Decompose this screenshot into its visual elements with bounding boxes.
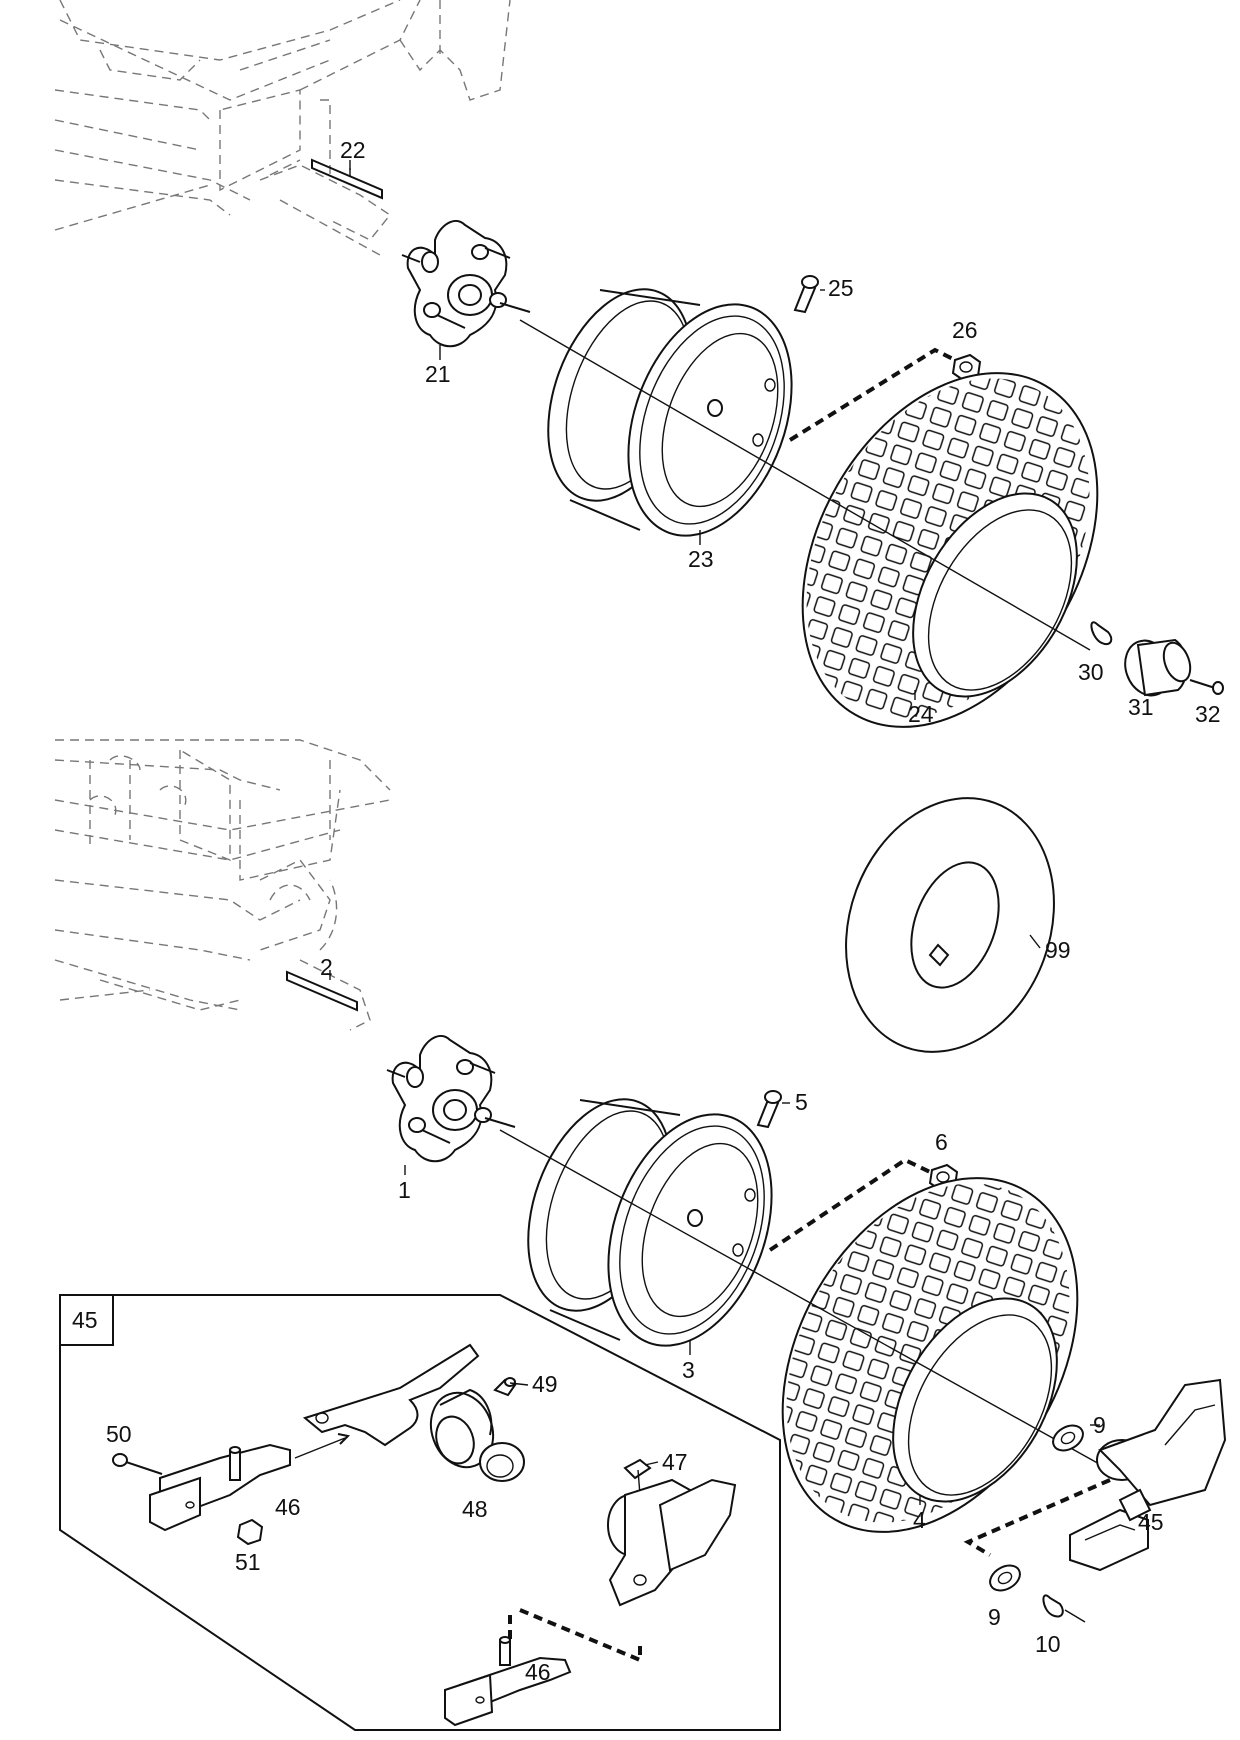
wheel-hub-1	[386, 1035, 516, 1163]
inset-box-45	[59, 1294, 781, 1731]
grease-fitting-49	[493, 1377, 517, 1397]
caster-bracket-45	[1069, 1378, 1227, 1572]
bolt-32	[1189, 679, 1224, 695]
leader-99	[1029, 934, 1041, 949]
latch-plate-46-upper	[149, 1443, 291, 1532]
callout-45-box: 45	[72, 1307, 98, 1333]
tire-24	[801, 372, 1099, 728]
latch-plate-46-lower	[444, 1636, 572, 1727]
axle-centerline-top	[519, 319, 1091, 651]
callout-99: 99	[1045, 937, 1071, 963]
assembly-arrowhead	[337, 1433, 351, 1445]
nut-51	[236, 1518, 264, 1546]
callout-21: 21	[425, 361, 451, 387]
callout-26: 26	[952, 317, 978, 343]
callout-23: 23	[688, 546, 714, 572]
inset-bracket-upper	[302, 1343, 495, 1469]
callout-46-upper: 46	[275, 1494, 301, 1520]
callout-6: 6	[935, 1129, 948, 1155]
tire-valve-25	[793, 275, 819, 314]
callout-22: 22	[340, 137, 366, 163]
wheel-hub-21	[401, 220, 531, 348]
inset-dash-b	[519, 1608, 642, 1663]
retaining-ring-30	[1090, 621, 1113, 646]
washer-9-upper	[1052, 1424, 1084, 1452]
callout-50: 50	[106, 1421, 132, 1447]
wheel-rim-3	[527, 1098, 773, 1347]
callout-3: 3	[682, 1357, 695, 1383]
alignment-dash-45	[963, 1478, 1111, 1557]
callout-25: 25	[828, 275, 854, 301]
axle-spacer-2	[286, 970, 358, 1012]
tire-4	[781, 1177, 1079, 1533]
callout-9-upper: 9	[1093, 1412, 1106, 1438]
washer-9-lower	[989, 1564, 1021, 1592]
wheel-rim-23	[547, 288, 793, 537]
callout-10: 10	[1035, 1631, 1061, 1657]
retaining-ring-10	[1042, 1594, 1086, 1623]
callout-31: 31	[1128, 694, 1154, 720]
callout-30: 30	[1078, 659, 1104, 685]
leader-47	[644, 1461, 659, 1466]
callout-4: 4	[913, 1507, 926, 1533]
callout-49: 49	[532, 1371, 558, 1397]
axle-spacer-22	[311, 158, 383, 200]
alignment-dash-26	[788, 347, 956, 442]
inset-caster-bracket	[607, 1478, 737, 1607]
chassis-frame-top	[54, 0, 511, 256]
hub-cap-31	[1124, 638, 1192, 697]
callout-48: 48	[462, 1496, 488, 1522]
axle-centerline-bottom	[499, 1129, 1111, 1471]
alignment-dash-6	[768, 1157, 931, 1252]
leader-49	[509, 1382, 529, 1386]
callout-32: 32	[1195, 701, 1221, 727]
callout-1: 1	[398, 1177, 411, 1203]
chassis-frame-bottom	[54, 739, 391, 1031]
callout-47: 47	[662, 1449, 688, 1475]
bolt-50	[112, 1453, 163, 1475]
bushing-48	[479, 1442, 525, 1482]
tire-valve-5	[756, 1090, 782, 1129]
inner-tube-99	[845, 797, 1055, 1053]
callout-24: 24	[908, 701, 934, 727]
callout-2: 2	[320, 954, 333, 980]
callout-51: 51	[235, 1549, 261, 1575]
assembly-arrow	[294, 1437, 346, 1459]
callout-45: 45	[1138, 1509, 1164, 1535]
callout-46-lower: 46	[525, 1659, 551, 1685]
callout-9-lower: 9	[988, 1604, 1001, 1630]
callout-5: 5	[795, 1089, 808, 1115]
